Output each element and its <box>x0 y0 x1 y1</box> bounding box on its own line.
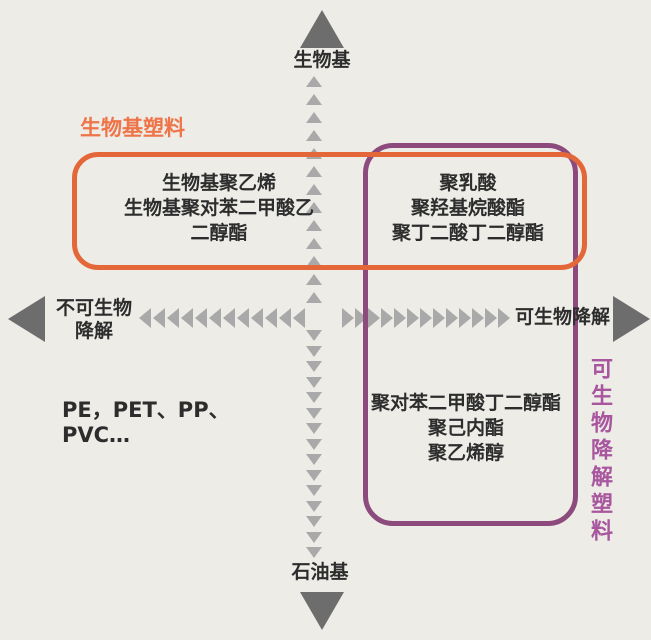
chevron-up-icon <box>306 220 322 231</box>
axis-label-biobased: 生物基 <box>293 49 351 71</box>
axis-label-biodegradable: 可生物降解 <box>515 306 611 328</box>
chevron-left-icon <box>139 308 151 328</box>
chevron-right-icon <box>342 308 354 328</box>
axis-label-nonbiodegradable: 不可生物 降解 <box>46 297 142 343</box>
chevron-right-icon <box>446 308 458 328</box>
chevron-down-icon <box>306 469 322 481</box>
chevron-left-icon <box>167 308 179 328</box>
biodegradable-group-label: 可生物降解塑料 <box>587 357 612 546</box>
chevron-down-icon <box>306 345 322 357</box>
horizontal-axis-chevrons-right <box>342 308 510 328</box>
axis-arrow-up-icon <box>300 10 344 48</box>
biobased-group-label: 生物基塑料 <box>80 116 185 140</box>
polymer-name: 聚对苯二甲酸丁二醇酯 <box>370 392 561 414</box>
chevron-down-icon <box>306 485 322 496</box>
chevron-left-icon <box>237 308 249 328</box>
chevron-down-icon <box>306 454 322 465</box>
axis-arrow-right-icon <box>613 296 650 342</box>
chevron-down-icon <box>306 547 322 558</box>
chevron-up-icon <box>306 112 322 123</box>
chevron-down-icon <box>306 438 322 450</box>
axis-label-nonbiodegradable-line1: 不可生物 <box>55 297 132 319</box>
chevron-up-icon <box>306 94 322 105</box>
vertical-axis-chevrons-down <box>306 330 322 558</box>
polymer-name: 聚乙烯醇 <box>427 442 504 464</box>
polymer-name: 二醇酯 <box>190 222 248 244</box>
axis-arrow-down-icon <box>300 592 344 630</box>
chevron-up-icon <box>306 166 322 177</box>
biodegradable-group-box <box>363 143 578 526</box>
chevron-up-icon <box>306 238 322 249</box>
chevron-right-icon <box>459 308 471 328</box>
chevron-right-icon <box>394 308 406 328</box>
chevron-down-icon <box>306 361 322 372</box>
chevron-right-icon <box>407 308 419 328</box>
chevron-right-icon <box>381 308 393 328</box>
chevron-down-icon <box>306 330 322 341</box>
chevron-down-icon <box>306 392 322 403</box>
quadrant-bottom-left-items: PE，PET、PP、PVC… <box>62 398 282 448</box>
chevron-right-icon <box>420 308 432 328</box>
chevron-left-icon <box>279 308 291 328</box>
chevron-down-icon <box>306 407 322 419</box>
vertical-axis-chevrons-up <box>306 76 322 303</box>
chevron-left-icon <box>265 308 277 328</box>
chevron-down-icon <box>306 423 322 434</box>
horizontal-axis-chevrons-left <box>139 308 305 328</box>
chevron-left-icon <box>153 308 165 328</box>
polymer-name: 聚己内酯 <box>427 417 504 439</box>
chevron-right-icon <box>472 308 484 328</box>
chevron-right-icon <box>368 308 380 328</box>
chevron-left-icon <box>209 308 221 328</box>
chevron-right-icon <box>498 308 510 328</box>
chevron-up-icon <box>306 274 322 285</box>
polymer-name: 聚乳酸 <box>439 172 497 194</box>
quadrant-bottom-right-items: 聚对苯二甲酸丁二醇酯 聚己内酯 聚乙烯醇 <box>368 391 564 466</box>
chevron-down-icon <box>306 500 322 512</box>
chevron-right-icon <box>433 308 445 328</box>
quadrant-top-left-items: 生物基聚乙烯 生物基聚对苯二甲酸乙 二醇酯 <box>88 171 350 246</box>
polymer-name: PE，PET、PP、PVC… <box>62 398 230 447</box>
chevron-left-icon <box>181 308 193 328</box>
polymer-name: 聚羟基烷酸酯 <box>410 197 525 219</box>
chevron-left-icon <box>223 308 235 328</box>
chevron-down-icon <box>306 376 322 388</box>
axis-label-petroleum: 石油基 <box>291 561 349 583</box>
chevron-up-icon <box>306 292 322 303</box>
chevron-up-icon <box>306 184 322 195</box>
polymer-name: 生物基聚乙烯 <box>161 172 276 194</box>
axis-label-nonbiodegradable-line2: 降解 <box>74 320 113 342</box>
chevron-up-icon <box>306 256 322 267</box>
chevron-down-icon <box>306 531 322 543</box>
polymer-name: 生物基聚对苯二甲酸乙 <box>123 197 314 219</box>
biobased-group-box <box>72 152 587 270</box>
axis-arrow-left-icon <box>8 296 45 342</box>
chevron-left-icon <box>251 308 263 328</box>
chevron-up-icon <box>306 130 322 141</box>
chevron-up-icon <box>306 76 322 87</box>
chevron-down-icon <box>306 516 322 527</box>
chevron-left-icon <box>195 308 207 328</box>
chevron-up-icon <box>306 202 322 213</box>
chevron-left-icon <box>293 308 305 328</box>
chevron-right-icon <box>485 308 497 328</box>
polymer-name: 聚丁二酸丁二醇酯 <box>391 222 544 244</box>
quadrant-top-right-items: 聚乳酸 聚羟基烷酸酯 聚丁二酸丁二醇酯 <box>373 171 563 246</box>
